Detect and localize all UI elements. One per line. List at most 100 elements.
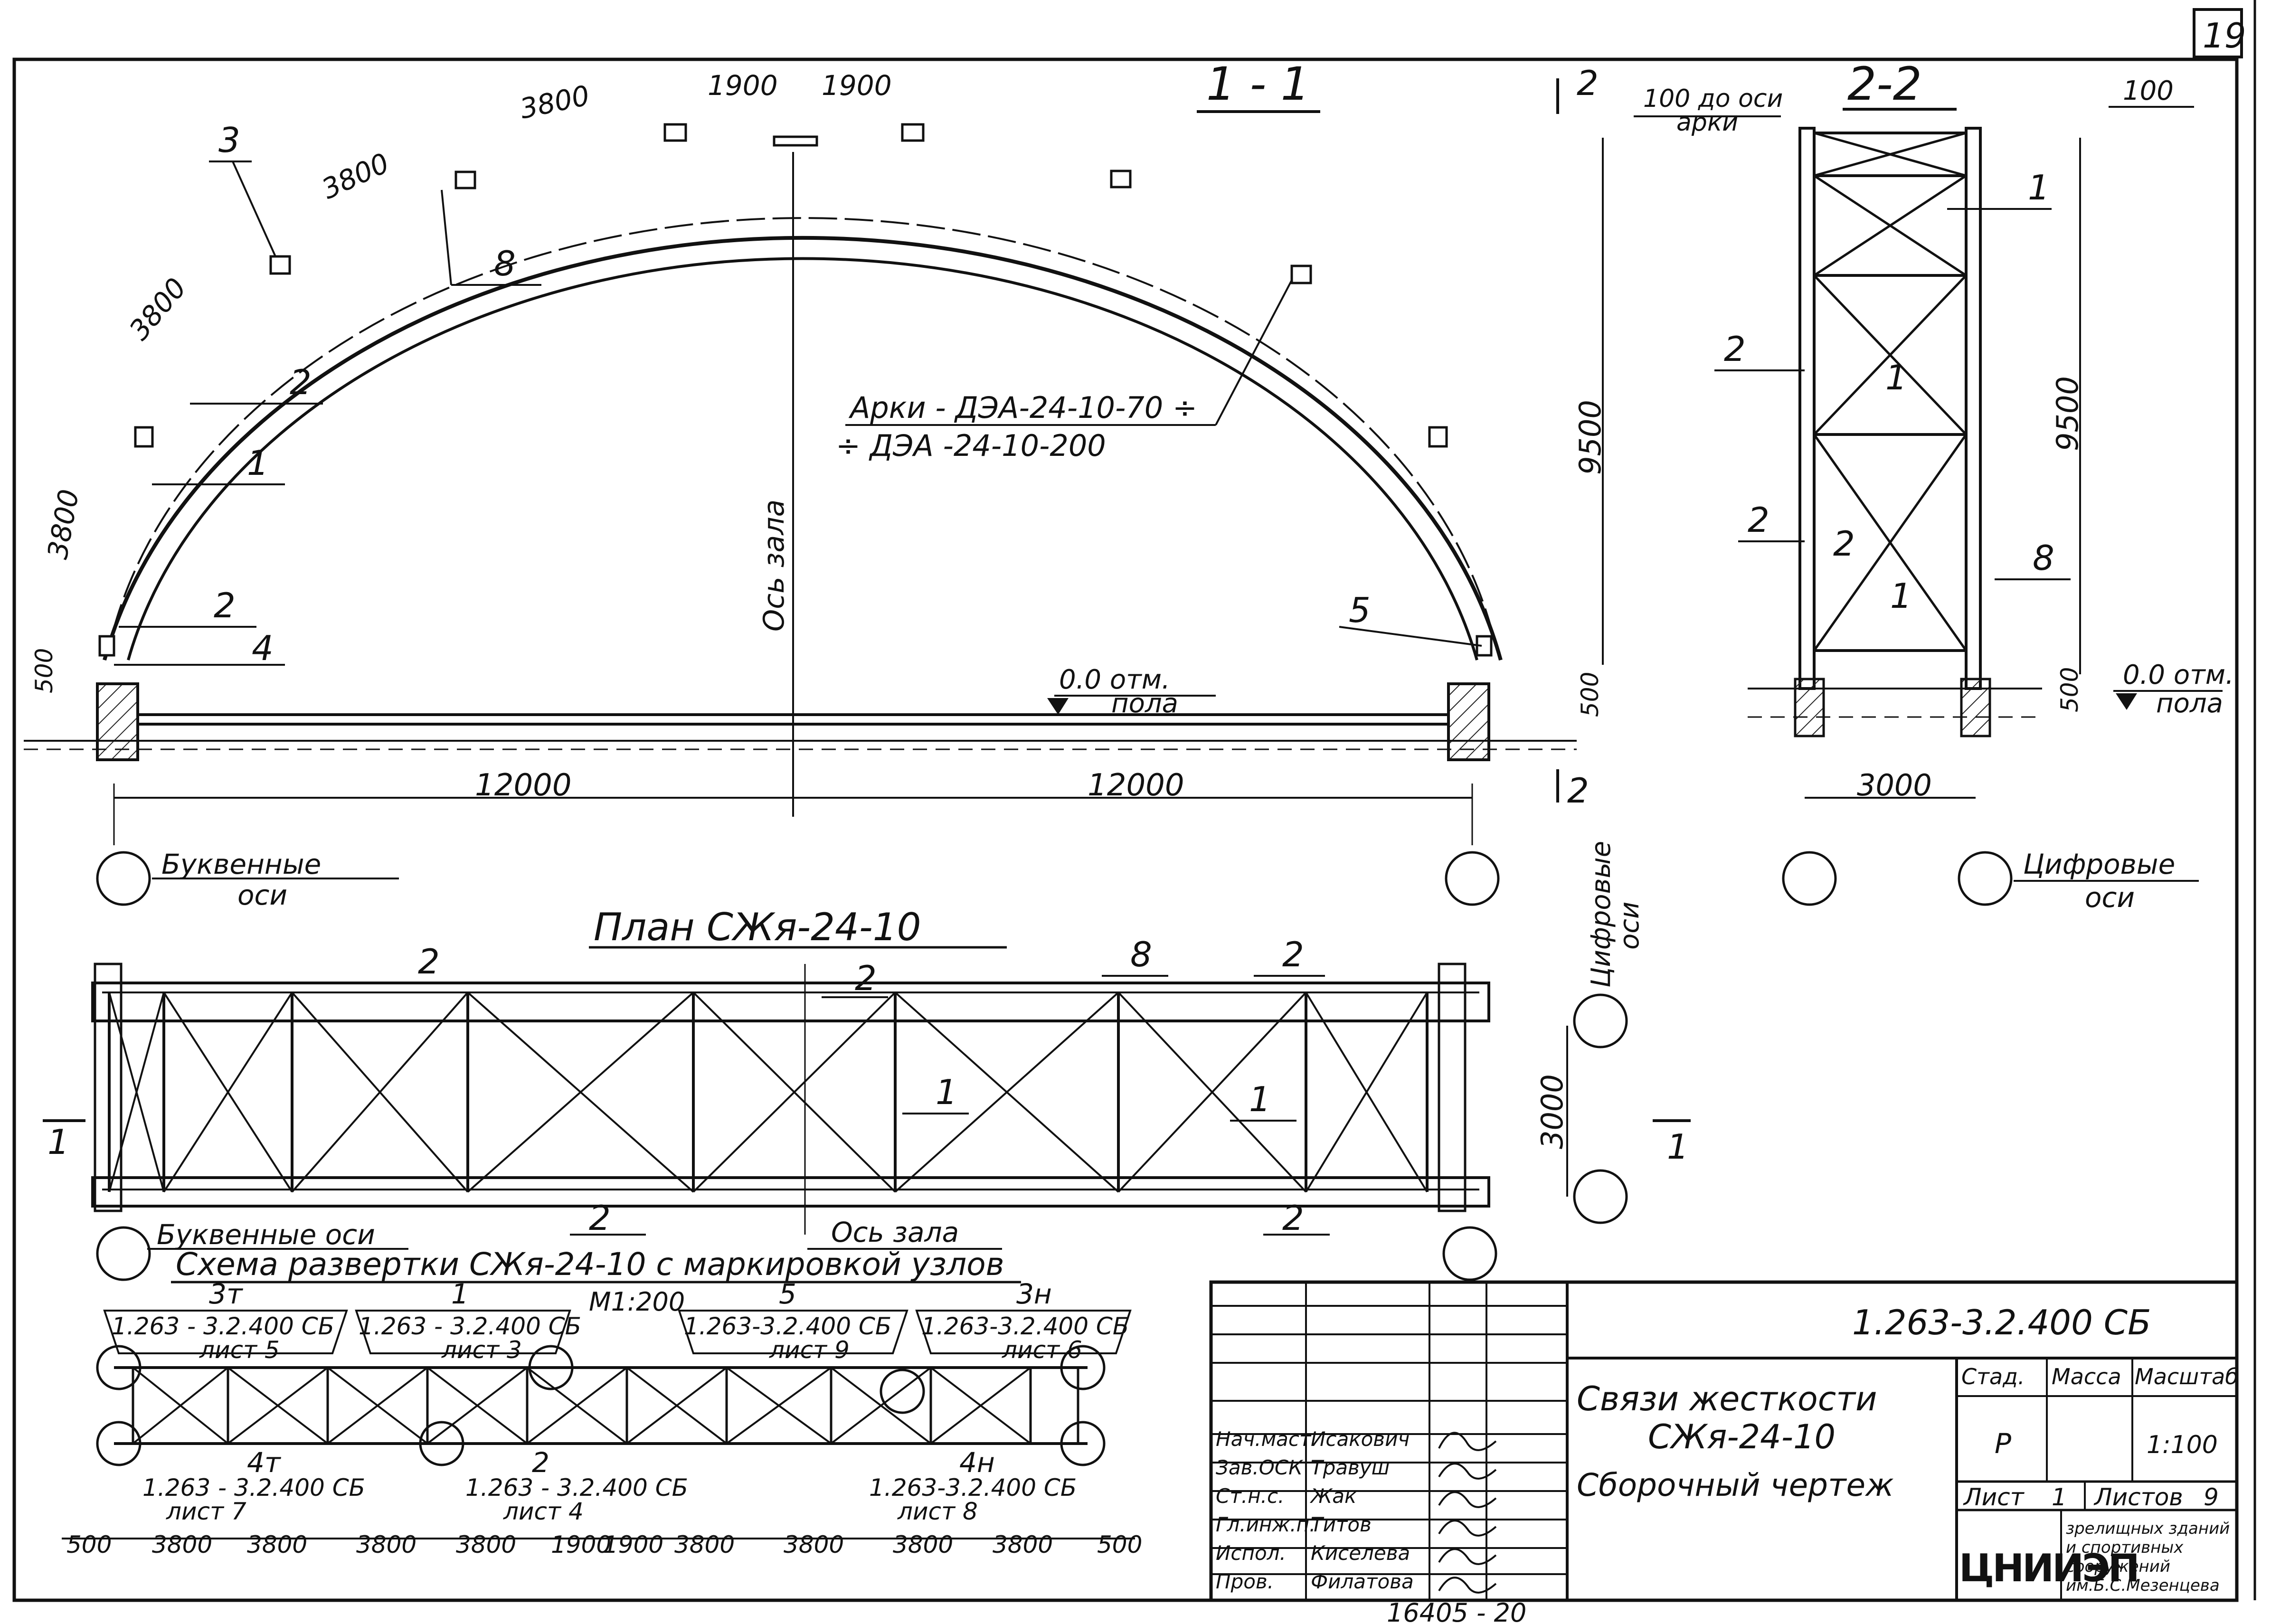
- plan-cut-left: 1: [47, 1122, 69, 1162]
- svg-text:100 до оси: 100 до оси: [1643, 85, 1783, 113]
- svg-text:пола: пола: [2156, 688, 2223, 719]
- cut-mark-2-top: 2: [1577, 63, 1599, 103]
- svg-text:9: 9: [2204, 1483, 2219, 1511]
- section-1-1: 1 - 1 Ос: [24, 57, 1783, 911]
- section-2-2: 2-2 1 2 1: [1714, 57, 2234, 914]
- bottom-stamp: 16405 - 20: [1387, 1598, 1526, 1624]
- svg-text:Титов: Титов: [1311, 1513, 1372, 1536]
- svg-text:Зав.ОСК: Зав.ОСК: [1216, 1456, 1304, 1479]
- svg-text:2: 2: [418, 942, 440, 982]
- svg-text:3н: 3н: [1016, 1278, 1052, 1310]
- svg-text:1: 1: [1249, 1079, 1271, 1119]
- svg-text:500: 500: [2056, 667, 2083, 712]
- svg-text:сооружений: сооружений: [2066, 1557, 2170, 1576]
- sheet-number: 19: [2203, 16, 2246, 56]
- svg-text:4: 4: [252, 628, 274, 668]
- svg-text:2: 2: [855, 958, 877, 998]
- svg-text:оси: оси: [237, 879, 287, 911]
- base-dim-left: 500: [30, 648, 58, 693]
- scheme-title: Схема развертки СЖя-24-10 с маркировкой …: [176, 1246, 1004, 1283]
- letter-axis-bubble-right: [1445, 851, 1500, 906]
- arch-height-dim: 9500: [1573, 400, 1608, 475]
- svg-text:и спортивных: и спортивных: [2066, 1538, 2184, 1557]
- svg-text:Испол.: Испол.: [1216, 1541, 1286, 1565]
- svg-text:Масштаб: Масштаб: [2135, 1364, 2239, 1389]
- svg-text:2: 2: [1748, 500, 1769, 540]
- svg-text:1.263 - 3.2.400 СБ: 1.263 - 3.2.400 СБ: [465, 1474, 688, 1501]
- svg-text:1: 1: [1890, 576, 1912, 616]
- struts-2-2: [1814, 132, 1966, 652]
- svg-text:3000: 3000: [1535, 1074, 1570, 1149]
- scheme-dims: 500 3800 3800 3800 3800 1900 1900 3800 3…: [66, 1531, 1142, 1558]
- svg-text:8: 8: [1130, 935, 1152, 974]
- svg-text:им.Б.С.Мезенцева: им.Б.С.Мезенцева: [2066, 1576, 2220, 1595]
- plan-digit-axis-bottom: [1573, 1169, 1628, 1224]
- staff-grid: [1211, 1282, 1567, 1600]
- svg-text:Филатова: Филатова: [1311, 1570, 1414, 1593]
- svg-text:2: 2: [290, 362, 312, 402]
- svg-text:3000: 3000: [1857, 768, 1932, 803]
- svg-text:1.263 - 3.2.400 СБ: 1.263 - 3.2.400 СБ: [112, 1312, 334, 1340]
- svg-text:1: 1: [2028, 168, 2050, 208]
- svg-text:3800: 3800: [123, 272, 193, 346]
- svg-text:Стад.: Стад.: [1961, 1364, 2025, 1389]
- svg-text:5: 5: [1349, 590, 1371, 630]
- base-dim-right: 500: [1576, 672, 1604, 717]
- plan-title: План СЖя-24-10: [594, 905, 921, 949]
- svg-text:1900: 1900: [551, 1531, 611, 1558]
- svg-text:Масса: Масса: [2052, 1364, 2121, 1389]
- svg-text:4н: 4н: [959, 1446, 995, 1479]
- svg-text:2: 2: [589, 1198, 611, 1238]
- section-1-1-title: 1 - 1: [1206, 57, 1310, 111]
- drawing-name-line1: Связи жесткости: [1577, 1379, 1877, 1418]
- svg-text:лист 9: лист 9: [769, 1336, 850, 1364]
- svg-text:1.263-3.2.400 СБ: 1.263-3.2.400 СБ: [869, 1474, 1077, 1501]
- svg-text:Исакович: Исакович: [1311, 1427, 1410, 1451]
- letter-axis-bubble-left: [96, 851, 151, 906]
- arch-top-dims: 3800 3800 3800 3800 1900 1900: [41, 69, 892, 561]
- svg-text:2: 2: [532, 1446, 549, 1479]
- svg-text:2: 2: [1724, 329, 1746, 369]
- svg-text:3800: 3800: [317, 147, 394, 206]
- svg-text:3800: 3800: [674, 1531, 735, 1558]
- arch-bracing-line: [112, 217, 1493, 632]
- svg-text:1: 1: [1885, 358, 1907, 397]
- scheme-bottom-refs: 4т 1.263 - 3.2.400 СБ лист 7 2 1.263 - 3…: [142, 1446, 1077, 1525]
- plan-callouts: 2 2 8 2 1 1 2 2: [385, 935, 1330, 1238]
- scheme-verticals: [132, 1368, 1079, 1444]
- svg-text:пола: пола: [1111, 688, 1178, 719]
- plan-letter-axis-right: [1442, 1226, 1497, 1281]
- svg-text:лист 4: лист 4: [503, 1498, 584, 1525]
- drawing-code: 1.263-3.2.400 СБ: [1852, 1303, 2151, 1342]
- scheme-top-refs: 3т 1.263 - 3.2.400 СБ лист 5 1 1.263 - 3…: [103, 1278, 1132, 1364]
- svg-text:оси: оси: [1614, 902, 1645, 950]
- svg-text:3800: 3800: [152, 1531, 212, 1558]
- svg-text:100: 100: [2123, 76, 2174, 106]
- svg-text:4т: 4т: [247, 1446, 282, 1479]
- drawing-name-line2: СЖя-24-10: [1648, 1417, 1836, 1456]
- scheme-diagonals: [132, 1367, 1031, 1445]
- span-right-dim: 12000: [1088, 768, 1184, 803]
- title-block: Нач.маст. Исакович Зав.ОСК Травуш Ст.н.с…: [1209, 1280, 2239, 1602]
- plan-struts: [108, 992, 1429, 1192]
- svg-text:лист 7: лист 7: [166, 1498, 246, 1525]
- svg-text:Буквенные: Буквенные: [161, 848, 321, 880]
- svg-text:3800: 3800: [247, 1531, 307, 1558]
- svg-text:Жак: Жак: [1309, 1484, 1357, 1508]
- svg-text:0.0 отм.: 0.0 отм.: [1059, 664, 1170, 695]
- svg-text:зрелищных зданий: зрелищных зданий: [2066, 1519, 2230, 1538]
- svg-text:2: 2: [214, 585, 236, 625]
- arch-label-line2: ÷ ДЭА -24-10-200: [836, 428, 1106, 463]
- svg-text:Буквенные оси: Буквенные оси: [157, 1218, 375, 1251]
- svg-text:1900: 1900: [708, 69, 778, 102]
- arch-inner: [127, 257, 1478, 661]
- svg-text:8: 8: [494, 244, 516, 283]
- svg-text:1.263-3.2.400 СБ: 1.263-3.2.400 СБ: [684, 1312, 891, 1340]
- arch-outer: [103, 236, 1503, 661]
- svg-text:2: 2: [1282, 1198, 1304, 1238]
- svg-text:арки: арки: [1676, 108, 1738, 137]
- svg-text:500: 500: [1097, 1531, 1142, 1558]
- svg-text:5: 5: [779, 1278, 796, 1310]
- plan-digit-axis-top: [1573, 993, 1628, 1048]
- svg-text:лист 3: лист 3: [441, 1336, 522, 1364]
